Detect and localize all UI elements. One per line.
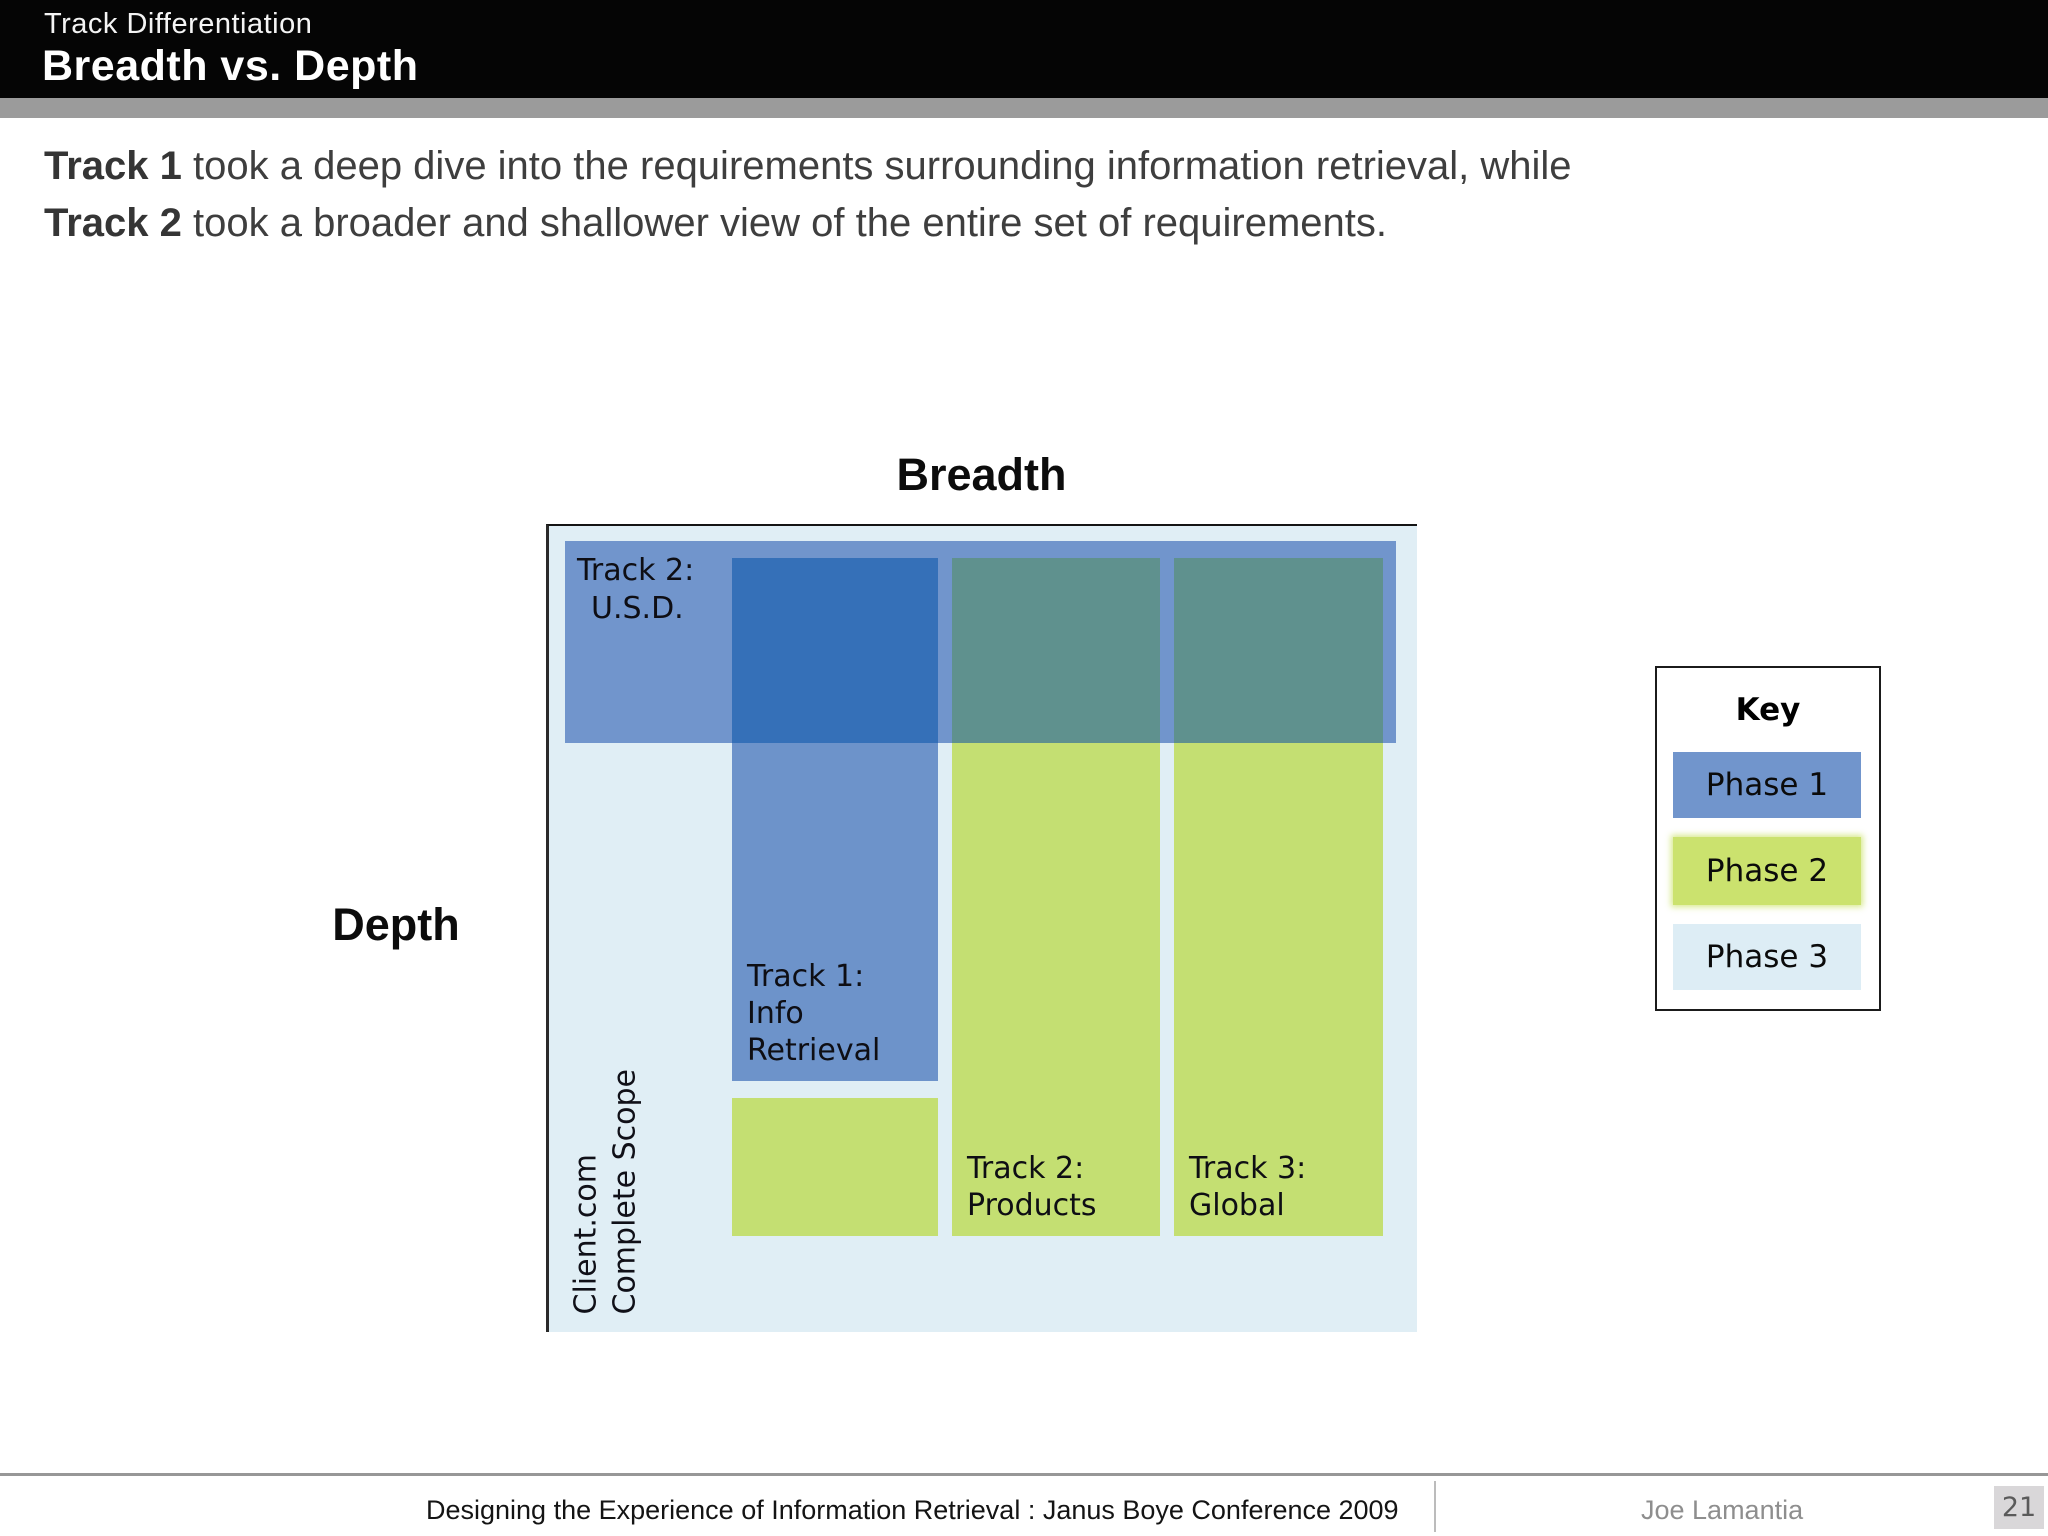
key-swatch-phase2-label: Phase 2 <box>1705 853 1829 889</box>
track3-global-label-line2: Global <box>1189 1188 1285 1223</box>
intro-line-2: Track 2 took a broader and shallower vie… <box>44 195 2004 252</box>
track1-label-line3: Retrieval <box>747 1033 881 1068</box>
key-swatch-phase1-label: Phase 1 <box>1705 767 1829 803</box>
track1-label-line2: Info <box>747 996 804 1031</box>
key-swatch-phase3-label: Phase 3 <box>1705 939 1829 975</box>
track2-products-label-line1: Track 2: <box>967 1151 1085 1186</box>
track3-column-phase1-overlap <box>1174 558 1383 743</box>
slide-kicker: Track Differentiation <box>44 8 313 40</box>
footer-author: Joe Lamantia <box>1641 1495 1804 1525</box>
intro-line-1-rest: took a deep dive into the requirements s… <box>181 144 1572 188</box>
key-swatch-phase2: Phase 2 <box>1673 837 1861 905</box>
breadth-axis-label: Breadth <box>896 449 1067 500</box>
slide-title: Breadth vs. Depth <box>42 42 419 90</box>
scope-label-line2: Complete Scope <box>607 1068 643 1315</box>
key-swatch-phase3: Phase 3 <box>1673 924 1861 990</box>
track1-column: Track 1: Info Retrieval <box>732 743 938 1081</box>
intro-line-2-lead: Track 2 <box>44 201 182 245</box>
intro-line-2-rest: took a broader and shallower view of the… <box>181 201 1387 245</box>
track3-global-column: Track 3: Global <box>1174 743 1383 1236</box>
track2-column-phase1-overlap <box>952 558 1160 743</box>
track2-usd-label-line2: U.S.D. <box>591 591 684 626</box>
footer-rule <box>0 1473 2048 1476</box>
intro-paragraph: Track 1 took a deep dive into the requir… <box>44 138 2004 252</box>
track2-products-label-line2: Products <box>967 1188 1097 1223</box>
key-swatch-phase1: Phase 1 <box>1673 752 1861 818</box>
track2-products-column: Track 2: Products <box>952 743 1160 1236</box>
intro-line-1-lead: Track 1 <box>44 144 182 188</box>
track1-label: Track 1: Info Retrieval <box>732 958 938 1081</box>
header-bar: Track Differentiation Breadth vs. Depth <box>0 0 2048 98</box>
track2-usd-label: Track 2: U.S.D. <box>577 552 694 628</box>
intro-line-1: Track 1 took a deep dive into the requir… <box>44 138 2004 195</box>
page-number-badge: 21 <box>1994 1486 2044 1529</box>
key-panel: Key Phase 1 Phase 2 Phase 3 <box>1655 666 1881 1011</box>
footer-divider <box>1434 1481 1436 1532</box>
track2-usd-label-line1: Track 2: <box>577 553 695 588</box>
depth-axis-label: Depth <box>332 899 460 950</box>
track2-products-label: Track 2: Products <box>952 1150 1160 1236</box>
scope-label-line1: Client.com <box>568 1154 604 1315</box>
footer-conference-text: Designing the Experience of Information … <box>426 1495 1399 1525</box>
scope-diagram: Track 1: Info Retrieval Track 2: Product… <box>546 524 1417 1332</box>
track1-label-line1: Track 1: <box>747 959 865 994</box>
header-accent-strip <box>0 98 2048 118</box>
key-title: Key <box>1735 692 1801 728</box>
track3-global-label: Track 3: Global <box>1174 1150 1383 1236</box>
track1-phase2-block <box>732 1098 938 1236</box>
track1-column-phase1-overlap <box>732 558 938 743</box>
track3-global-label-line1: Track 3: <box>1189 1151 1307 1186</box>
scope-rotated-label: Client.com Complete Scope <box>567 1020 645 1315</box>
